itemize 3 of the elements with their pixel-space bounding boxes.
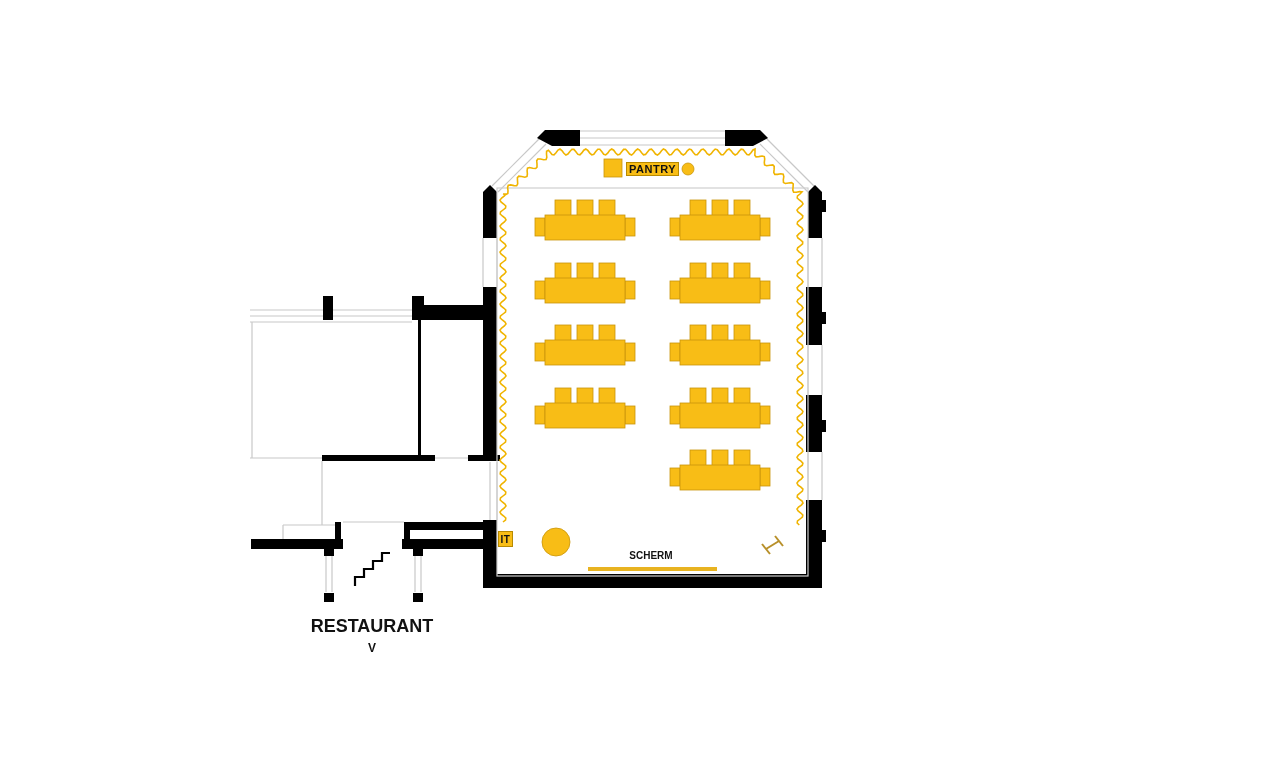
room-label: RESTAURANT [310, 617, 434, 635]
screen-label: SCHERM [629, 551, 673, 561]
direction-label: V [368, 642, 376, 654]
